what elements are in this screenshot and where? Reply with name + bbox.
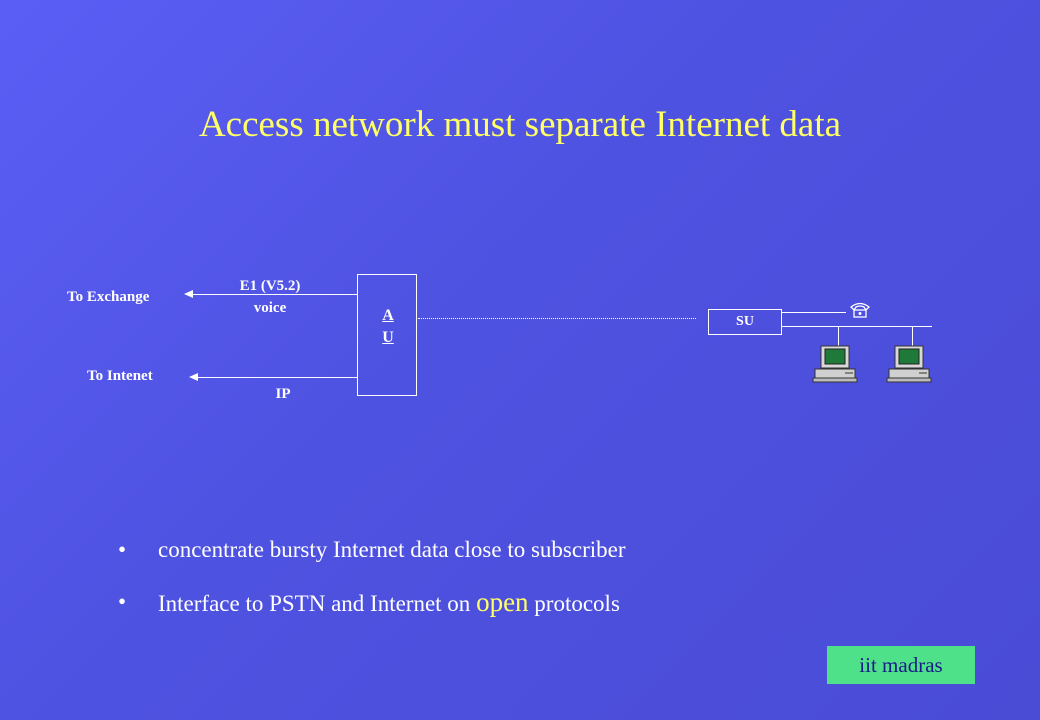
access-unit-box: A U bbox=[357, 274, 417, 396]
voice-label: voice bbox=[253, 300, 287, 316]
internet-arrowhead bbox=[189, 373, 198, 381]
wireless-link-dotted bbox=[418, 318, 696, 319]
ip-label: IP bbox=[275, 386, 291, 402]
computer-icon bbox=[811, 345, 859, 390]
su-label: SU bbox=[736, 314, 754, 329]
exchange-arrowhead bbox=[184, 290, 193, 298]
exchange-link-line bbox=[192, 294, 357, 295]
to-exchange-label: To Exchange bbox=[67, 289, 150, 305]
subscriber-unit-box: SU bbox=[708, 309, 782, 335]
pc1-drop-line bbox=[838, 326, 839, 348]
bullet-text-before: Interface to PSTN and Internet on bbox=[158, 591, 477, 616]
bullet-text: concentrate bursty Internet data close t… bbox=[158, 537, 626, 562]
open-highlight: open bbox=[476, 587, 529, 617]
internet-link-line bbox=[197, 377, 357, 378]
footer-badge: iit madras bbox=[827, 646, 975, 684]
lan-bus-line bbox=[782, 326, 932, 327]
bullet-item-concentrate: • concentrate bursty Internet data close… bbox=[118, 535, 625, 587]
bullet-glyph: • bbox=[118, 537, 127, 562]
bullet-glyph: • bbox=[118, 589, 127, 614]
bullet-item-interface: • Interface to PSTN and Internet on open… bbox=[118, 587, 625, 639]
telephone-icon bbox=[849, 301, 871, 324]
to-internet-label: To Intenet bbox=[87, 368, 153, 384]
computer-icon bbox=[885, 345, 933, 390]
slide-title: Access network must separate Internet da… bbox=[198, 104, 842, 145]
phone-line bbox=[782, 312, 846, 313]
e1-label: E1 (V5.2) bbox=[239, 278, 301, 294]
au-text: A U bbox=[358, 305, 418, 349]
bullet-text-after: protocols bbox=[528, 591, 620, 616]
au-letter-a: A bbox=[382, 307, 394, 324]
bullet-list: • concentrate bursty Internet data close… bbox=[118, 535, 625, 639]
pc2-drop-line bbox=[912, 326, 913, 348]
au-letter-u: U bbox=[382, 329, 394, 346]
